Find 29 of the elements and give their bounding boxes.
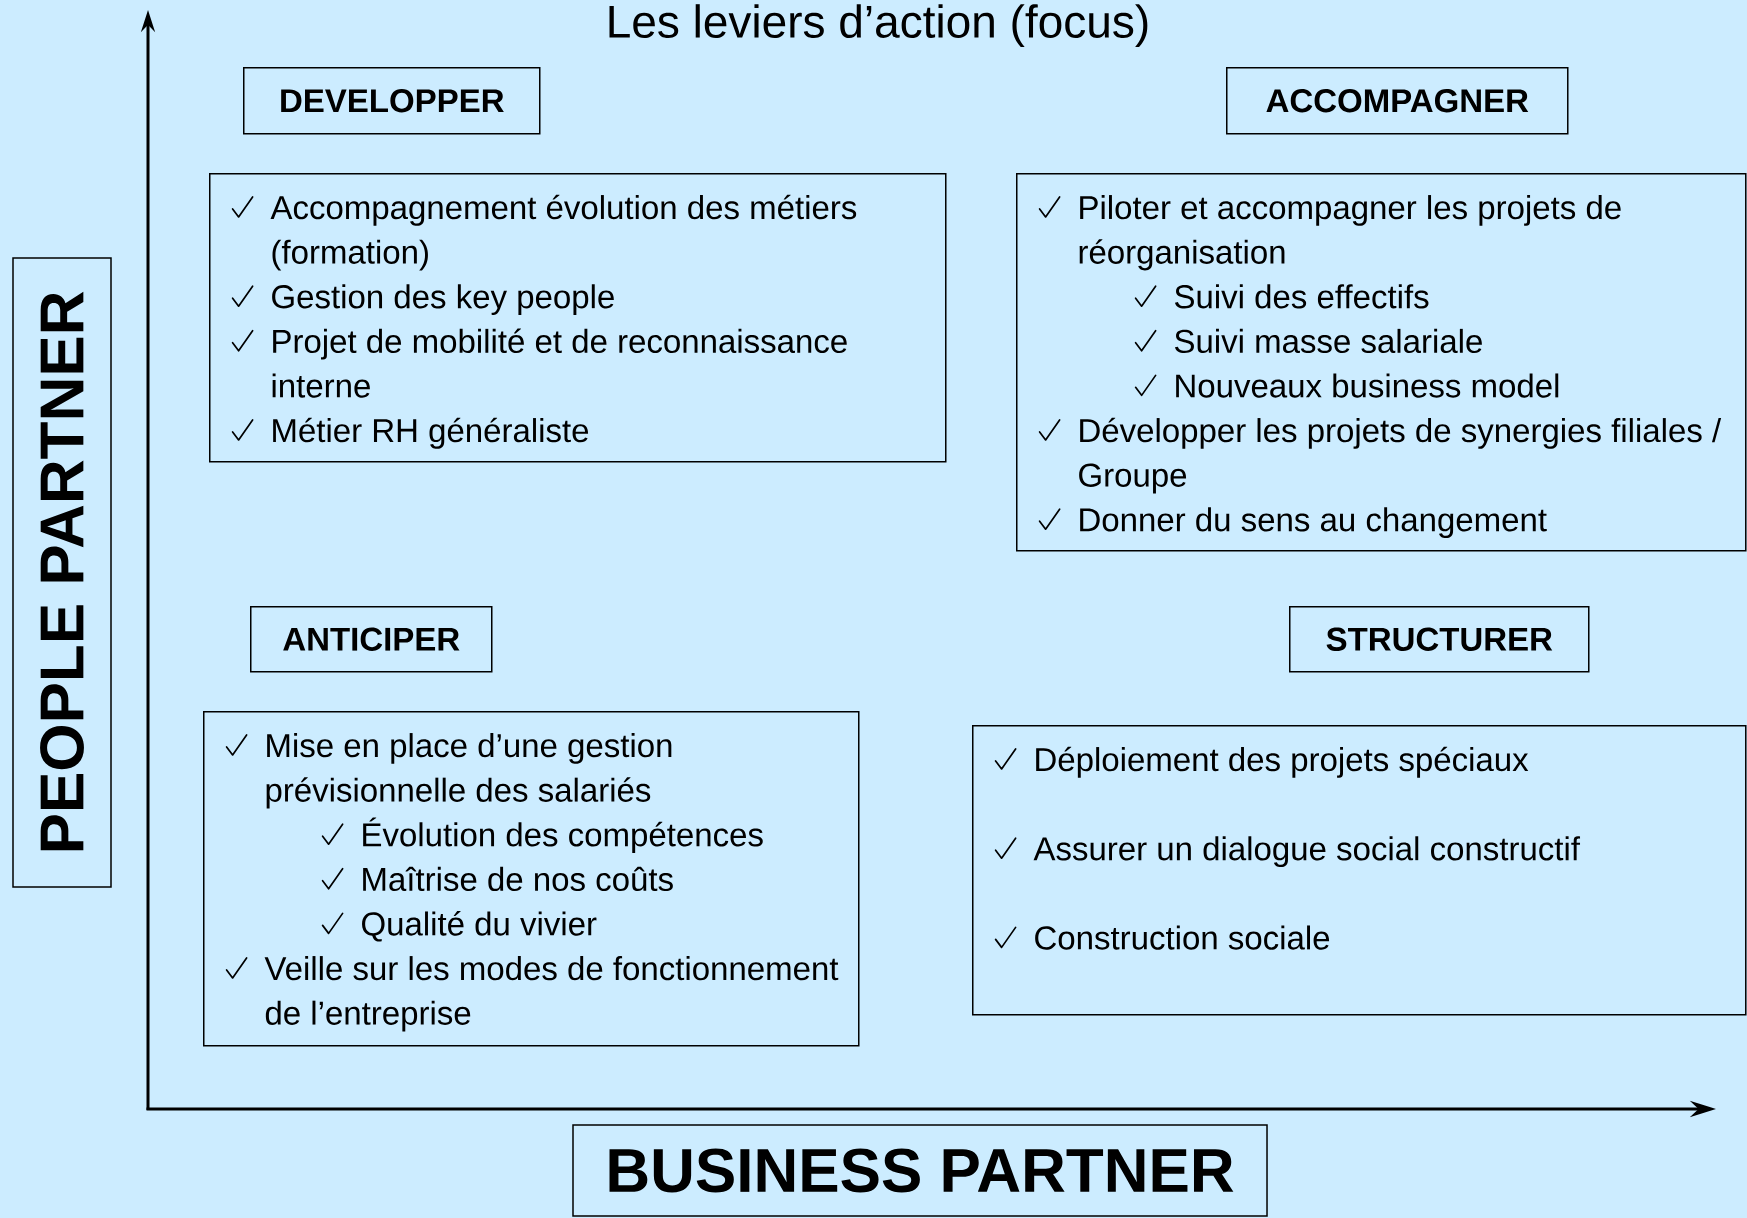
axis-label-box: PEOPLE PARTNER — [12, 257, 112, 888]
list-item: Donner du sens au changement — [1080, 507, 1547, 538]
list-item: Déploiement des projets spéciaux — [1036, 746, 1529, 778]
list-item: Piloter et accompagner les projets de réorganisation — [1079, 195, 1621, 271]
heading-box: ACCOMPAGNER — [1226, 67, 1569, 135]
list-item: Suivi masse salariale — [1174, 328, 1482, 354]
list-box — [1016, 173, 1747, 552]
title: Les leviers d’action (focus) — [609, 4, 1148, 48]
list-item: Qualité du vivier — [362, 911, 597, 942]
list-item: Mise en place d’une gestion prévisionnelle des salariés — [266, 733, 672, 809]
list-item: Suivi des effectifs — [1174, 284, 1429, 309]
list-item: Accompagnement évolution des métiers (formation) — [270, 194, 857, 271]
axis-label-box: BUSINESS PARTNER — [572, 1124, 1268, 1217]
list-box — [209, 173, 947, 463]
heading-box: STRUCTURER — [1289, 606, 1590, 673]
list-item: Gestion des key people — [272, 284, 614, 315]
list-box — [972, 725, 1747, 1016]
list-item: Veille sur les modes de fonctionnement de l’entreprise — [264, 956, 839, 1032]
list-item: Nouveaux business model — [1176, 373, 1559, 398]
list-item: Maîtrise de nos coûts — [363, 866, 673, 892]
list-item: Construction sociale — [1035, 925, 1330, 950]
list-item: Métier RH généraliste — [273, 417, 589, 449]
list-item: Projet de mobilité et de reconnaissance interne — [272, 328, 847, 398]
list-box — [203, 711, 860, 1047]
list-item: Assurer un dialogue social constructif — [1033, 836, 1580, 867]
list-item: Développer les projets de synergies filiales / Groupe — [1079, 417, 1722, 494]
list-item: Évolution des compétences — [363, 817, 763, 853]
heading-box: DEVELOPPER — [243, 67, 541, 135]
heading-box: ANTICIPER — [250, 606, 493, 673]
